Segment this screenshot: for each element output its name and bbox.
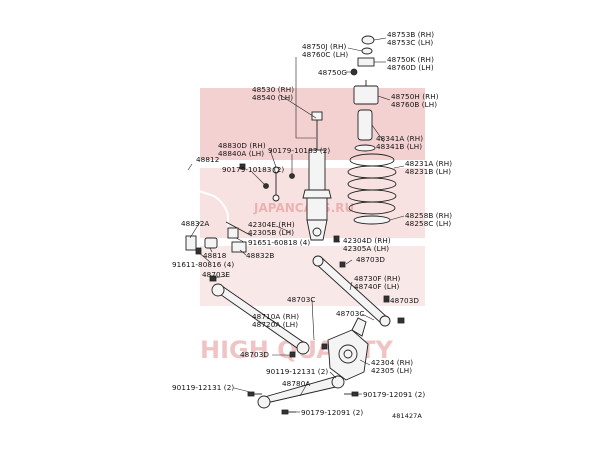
- label-90179-10183-upper: 90179-10183 (2): [268, 146, 330, 155]
- label-48530: 48530 (RH): [252, 85, 294, 94]
- label-48703d-right: 48703D: [390, 296, 419, 305]
- label-90179-12091-right: 90179-12091 (2): [363, 390, 425, 399]
- label-48760c: 48760C (LH): [302, 50, 348, 59]
- label-48753b: 48753B (RH): [387, 30, 434, 39]
- label-48830d: 48830D (RH): [218, 141, 266, 150]
- label-48341b: 48341B (LH): [376, 142, 422, 151]
- label-42305a: 42305A (LH): [343, 244, 389, 253]
- bumper-48341a: [357, 109, 373, 141]
- nut-48750j: [361, 47, 373, 55]
- label-48750k: 48750K (RH): [387, 55, 434, 64]
- shock-absorber-48530: [302, 111, 332, 241]
- spring-seat: [354, 144, 376, 152]
- leader-lines: [187, 37, 405, 413]
- watermark-logo-block-top: [200, 88, 425, 160]
- label-48703e: 48703E: [202, 270, 230, 279]
- label-90179-10183-lower: 90179-10183 (2): [222, 165, 284, 174]
- label-48760b: 48760B (LH): [391, 100, 437, 109]
- label-48258c: 48258C (LH): [405, 219, 451, 228]
- label-48780a: 48780A: [282, 379, 310, 388]
- label-48750h: 48750H (RH): [391, 92, 439, 101]
- label-91611-80816: 91611-80816 (4): [172, 260, 234, 269]
- control-arms: [211, 255, 391, 409]
- label-42304: 42304 (RH): [371, 358, 413, 367]
- label-48740f: 48740F (LH): [354, 282, 399, 291]
- label-48710a: 48710A (RH): [252, 312, 299, 321]
- label-48832a: 48832A: [181, 219, 209, 228]
- label-48341a: 48341A (RH): [376, 134, 423, 143]
- mount-48750k: [357, 57, 375, 67]
- label-48703d-upper: 48703D: [356, 255, 385, 264]
- bracket-48832a: [185, 235, 197, 251]
- label-48832b: 48832B: [246, 251, 274, 260]
- label-48753c: 48753C (LH): [387, 38, 433, 47]
- label-48760d: 48760D (LH): [387, 63, 434, 72]
- label-42304d: 42304D (RH): [343, 236, 391, 245]
- label-48730f: 48730F (RH): [354, 274, 400, 283]
- part-labels: 48753B (RH) 48753C (LH) 48750J (RH) 4876…: [172, 30, 452, 420]
- label-48818: 48818: [203, 251, 227, 260]
- label-42305b: 42305B (LH): [248, 228, 294, 237]
- cap-48753b: [361, 35, 375, 45]
- label-48703c-upper: 48703C: [287, 295, 315, 304]
- label-48840a: 48840A (LH): [218, 149, 264, 158]
- label-48703d-lower: 48703D: [240, 350, 269, 359]
- label-42305: 42305 (LH): [371, 366, 412, 375]
- stabilizer-bar-48812: [184, 169, 253, 253]
- nut-48750g: [350, 68, 358, 76]
- label-48703c-lower: 48703C: [336, 309, 364, 318]
- watermark-brand: JAPANCARS.RU: [253, 201, 354, 215]
- label-90119-12131-left: 90119-12131 (2): [172, 383, 234, 392]
- label-48231a: 48231A (RH): [405, 159, 452, 168]
- stabilizer-link-48830d: [263, 166, 295, 202]
- label-48812: 48812: [196, 155, 219, 164]
- label-48231b: 48231B (LH): [405, 167, 451, 176]
- spring-insulator-48258b: [353, 215, 391, 225]
- coil-spring-48231: [347, 153, 397, 225]
- label-48540: 48540 (LH): [252, 93, 293, 102]
- label-48750g: 48750G: [318, 68, 347, 77]
- label-48750j: 48750J (RH): [302, 42, 346, 51]
- label-48258b: 48258B (RH): [405, 211, 452, 220]
- bushing-48818: [204, 237, 218, 249]
- label-91651-60818: 91651-60818 (4): [248, 238, 310, 247]
- bolts: [195, 163, 405, 415]
- bracket-48832b: [231, 241, 247, 253]
- label-42304e: 42304E (RH): [248, 220, 295, 229]
- knuckle-42304: [327, 317, 369, 381]
- label-90179-12091-bottom: 90179-12091 (2): [301, 408, 363, 417]
- label-90119-12131-mid: 90119-12131 (2): [266, 367, 328, 376]
- label-48720a: 48720A (LH): [252, 320, 298, 329]
- figure-id: 481427A: [392, 412, 422, 420]
- support-48750h: [353, 85, 379, 105]
